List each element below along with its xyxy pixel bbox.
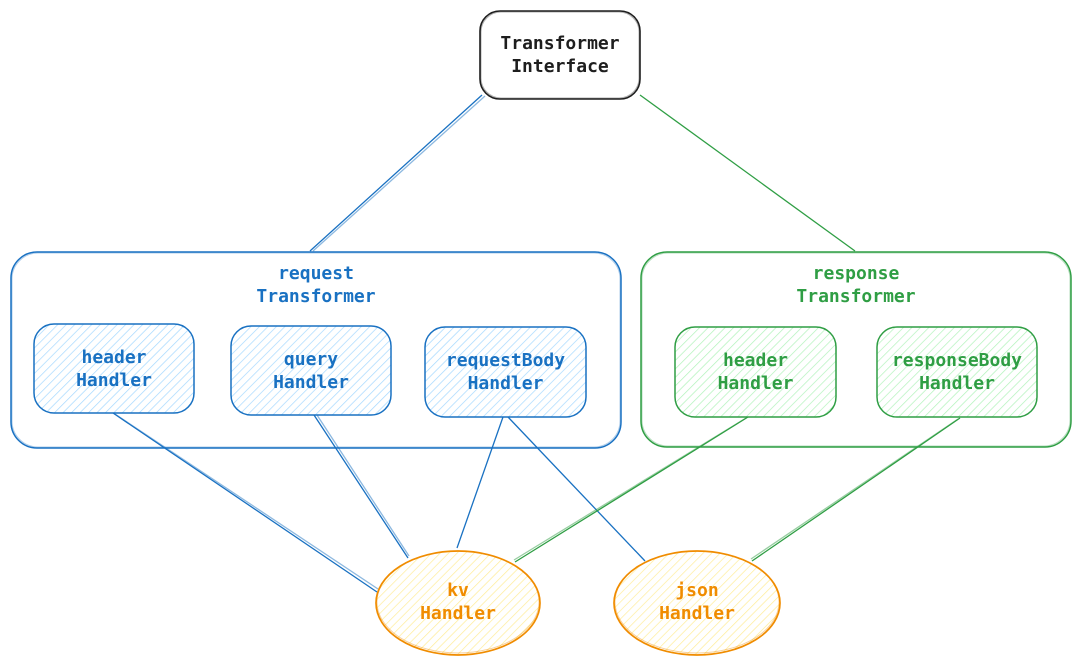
resp-header-handler-node[interactable] xyxy=(674,326,837,418)
request-group-label-line2: Transformer xyxy=(256,286,376,307)
req-body-label: requestBody Handler xyxy=(425,349,586,395)
req-query-label-line1: query xyxy=(283,349,339,370)
req-body-handler-node[interactable] xyxy=(424,326,587,418)
edge-req-header-kv xyxy=(112,412,378,593)
kv-label-line1: kv xyxy=(447,580,469,601)
req-header-label-line2: Handler xyxy=(76,370,152,391)
resp-body-label-line1: responseBody xyxy=(891,350,1023,371)
response-group-label-line2: Transformer xyxy=(796,286,916,307)
request-transformer-group[interactable] xyxy=(10,251,622,449)
json-handler-node[interactable] xyxy=(613,550,781,656)
json-label-line1: json xyxy=(675,580,719,601)
edge-req-query-kv xyxy=(313,414,409,559)
req-header-label-line1: header xyxy=(81,347,147,368)
json-label: json Handler xyxy=(614,579,780,625)
resp-header-label-line1: header xyxy=(722,350,789,371)
req-body-label-line2: Handler xyxy=(467,373,544,394)
kv-label: kv Handler xyxy=(376,579,540,625)
edge-interface-response xyxy=(639,94,856,252)
req-query-label: query Handler xyxy=(231,348,391,394)
kv-handler-node[interactable] xyxy=(375,550,541,656)
resp-header-label: header Handler xyxy=(675,349,836,395)
interface-label-line1: Transformer xyxy=(500,33,620,54)
edge-req-body-json xyxy=(507,416,646,562)
kv-label-line2: Handler xyxy=(420,603,496,624)
request-group-label: request Transformer xyxy=(216,262,416,308)
interface-label: Transformer Interface xyxy=(480,32,640,78)
response-group-label-line1: response xyxy=(812,263,900,284)
interface-node[interactable] xyxy=(479,10,641,100)
resp-body-handler-node[interactable] xyxy=(876,326,1038,418)
req-header-label: header Handler xyxy=(34,346,194,392)
req-header-handler-node[interactable] xyxy=(33,323,195,414)
req-query-label-line2: Handler xyxy=(273,372,349,393)
request-group-label-line1: request xyxy=(278,263,354,284)
resp-body-label: responseBody Handler xyxy=(877,349,1037,395)
edge-interface-request xyxy=(309,94,483,252)
response-group-label: response Transformer xyxy=(756,262,956,308)
interface-label-line2: Interface xyxy=(511,56,609,77)
resp-header-label-line2: Handler xyxy=(717,373,794,394)
req-body-label-line1: requestBody xyxy=(445,350,566,371)
response-transformer-group[interactable] xyxy=(640,251,1072,448)
resp-body-label-line2: Handler xyxy=(919,373,995,394)
json-label-line2: Handler xyxy=(659,603,735,624)
req-query-handler-node[interactable] xyxy=(230,325,392,416)
edge-req-body-kv xyxy=(456,416,504,549)
